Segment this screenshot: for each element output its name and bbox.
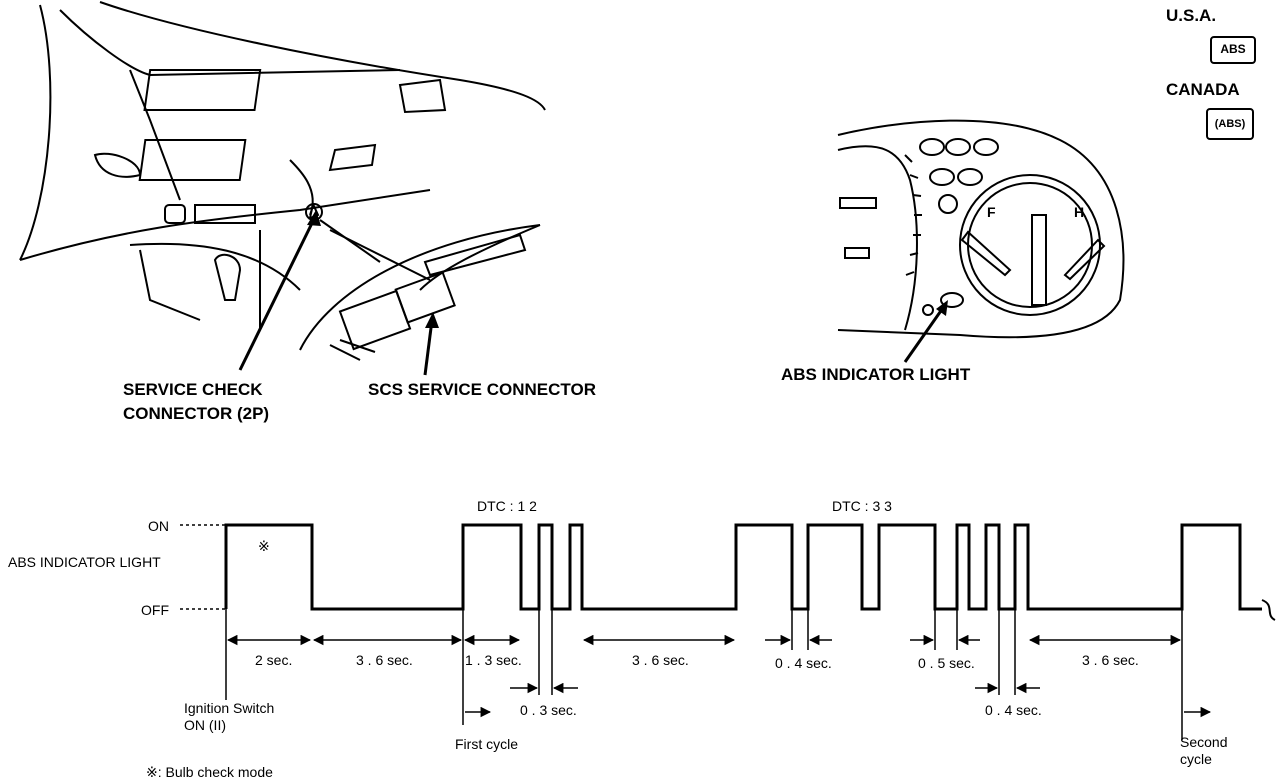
bulb-check-mark: ※ [258, 538, 270, 554]
fuel-gauge-letter: F [987, 204, 996, 220]
abs-light-waveform [224, 523, 1262, 611]
duration-3-6sec-b: 3 . 6 sec. [632, 652, 689, 668]
duration-0-4sec-b: 0 . 4 sec. [985, 702, 1042, 718]
duration-0-4sec-a: 0 . 4 sec. [775, 655, 832, 671]
instrument-cluster [837, 119, 1125, 363]
second-cycle-label: Second [1180, 734, 1228, 750]
temp-gauge-letter: H [1074, 204, 1085, 220]
dtc-12-label: DTC : 1 2 [477, 498, 537, 514]
on-level-label: ON [148, 518, 169, 534]
timing-row-label: ABS INDICATOR LIGHT [8, 554, 161, 570]
usa-label: U.S.A. [1166, 6, 1217, 25]
bulb-check-footnote: ※: Bulb check mode [146, 764, 273, 780]
duration-3-6sec-c: 3 . 6 sec. [1082, 652, 1139, 668]
abs-usa-badge-icon: ABS [1210, 36, 1256, 64]
ignition-switch-label: Ignition Switch [184, 700, 275, 716]
canada-label: CANADA [1166, 80, 1240, 99]
abs-canada-badge-icon: (ABS) [1206, 108, 1254, 140]
second-cycle-label-2: cycle [1180, 751, 1212, 767]
duration-0-3sec: 0 . 3 sec. [520, 702, 577, 718]
duration-3-6sec-a: 3 . 6 sec. [356, 652, 413, 668]
scs-service-connector-label: SCS SERVICE CONNECTOR [368, 380, 596, 399]
dtc-33-label: DTC : 3 3 [832, 498, 892, 514]
duration-0-5sec: 0 . 5 sec. [918, 655, 975, 671]
first-cycle-label: First cycle [455, 736, 518, 752]
off-level-label: OFF [141, 602, 169, 618]
duration-1-3sec: 1 . 3 sec. [465, 652, 522, 668]
duration-2sec: 2 sec. [255, 652, 293, 668]
service-check-connector-label: SERVICE CHECK [123, 380, 263, 399]
service-check-connector-label-2: CONNECTOR (2P) [123, 404, 270, 423]
dashboard-illustration [19, 1, 546, 376]
abs-indicator-light-callout: ABS INDICATOR LIGHT [781, 365, 971, 384]
ignition-switch-label-2: ON (II) [184, 717, 226, 733]
